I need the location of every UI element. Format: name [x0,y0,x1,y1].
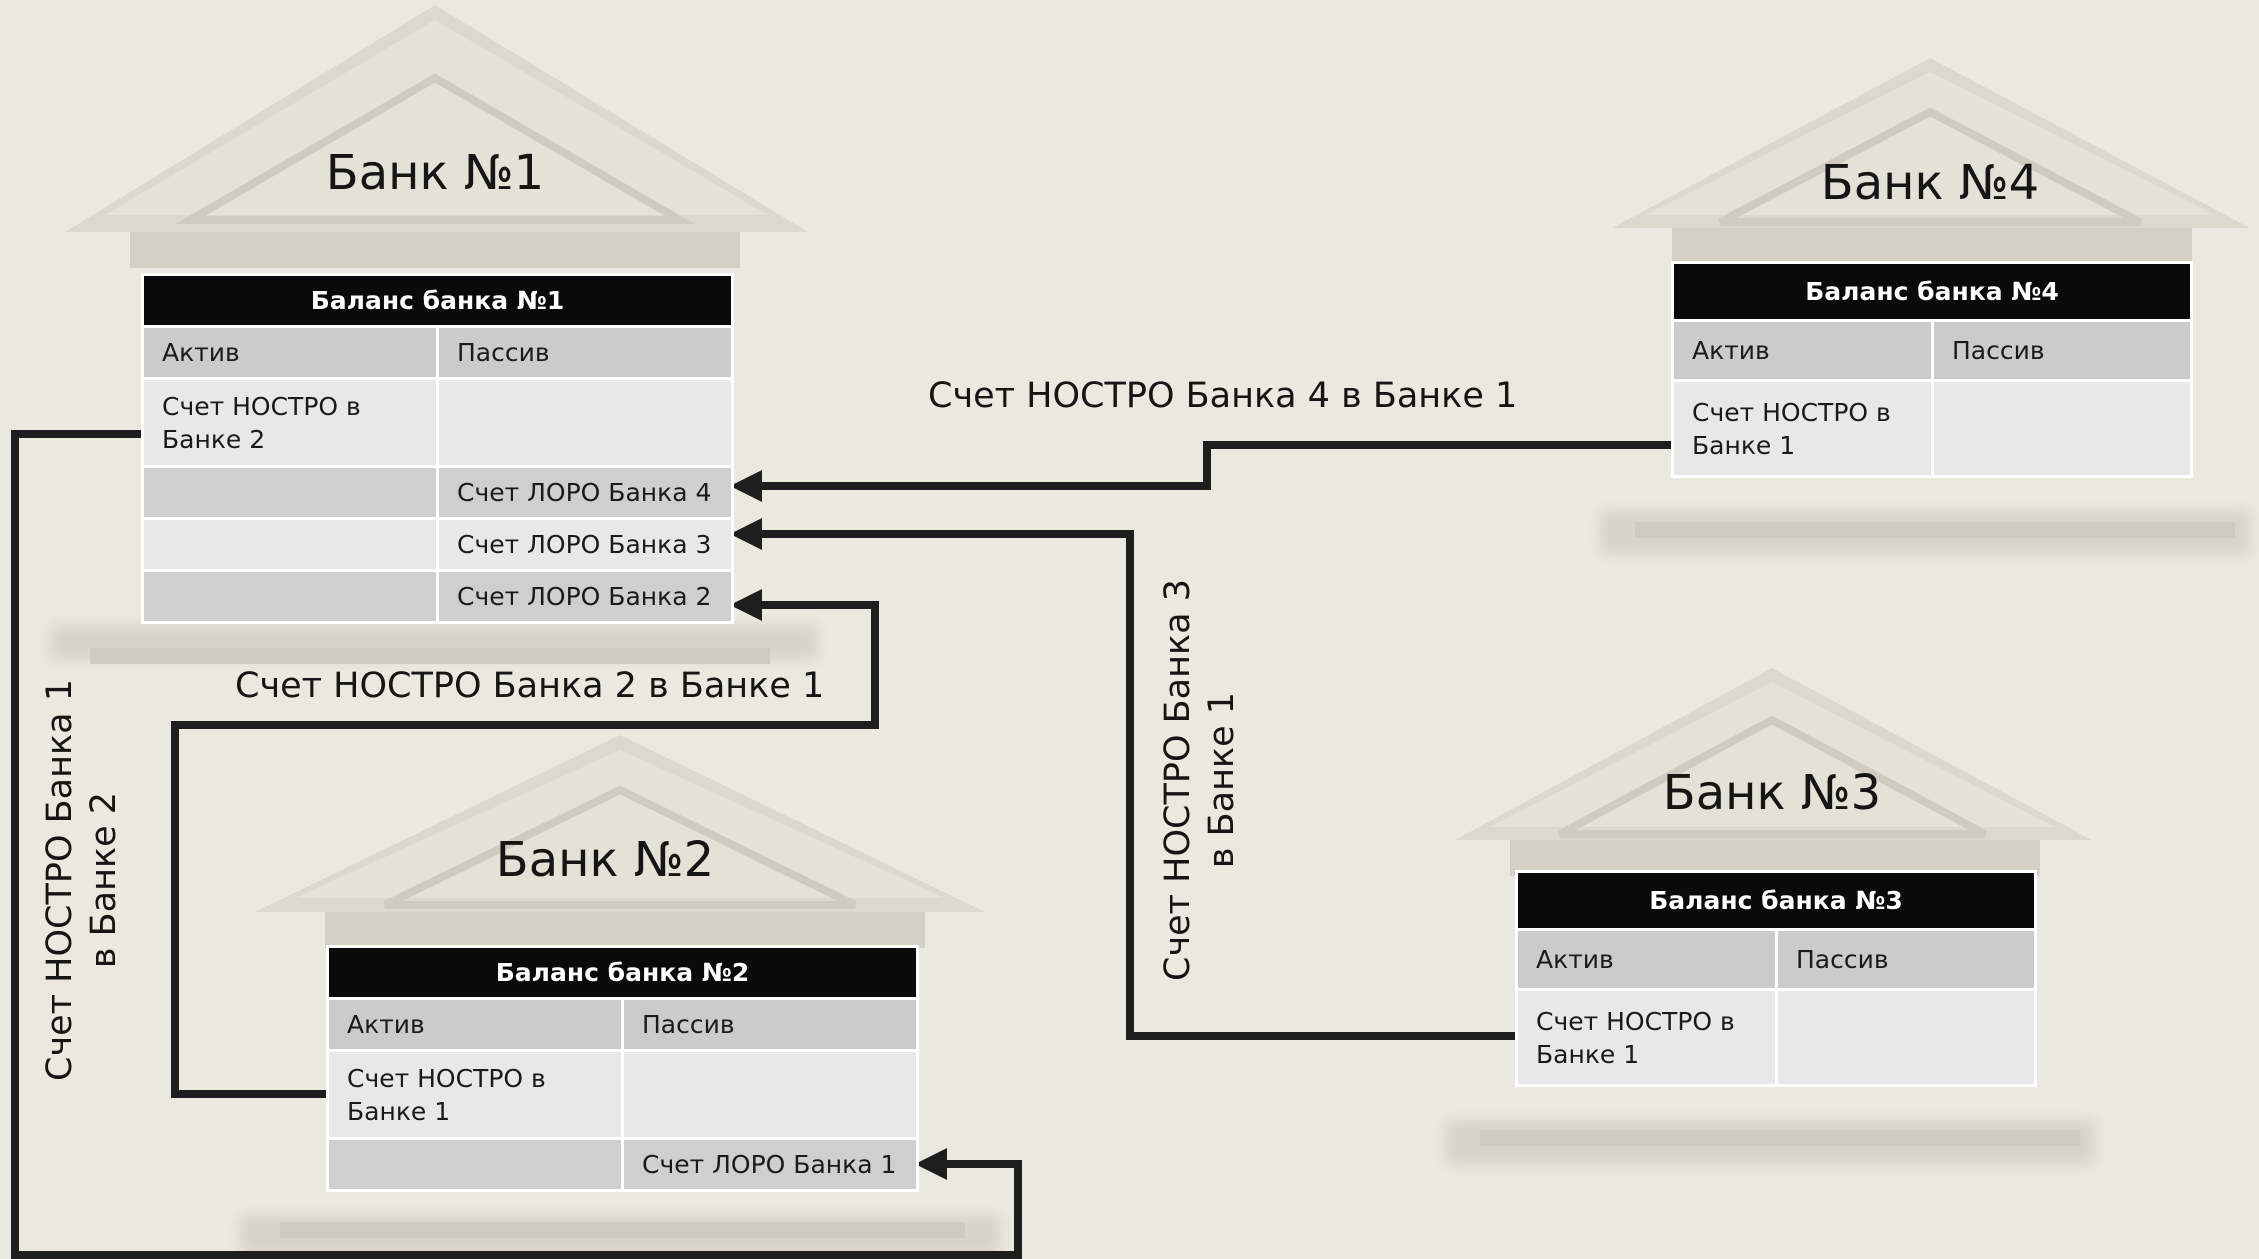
bank-4-building [1600,58,2250,555]
liability-cell: Счет ЛОРО Банка 3 [435,517,735,572]
liability-cell: Счет ЛОРО Банка 2 [435,569,735,624]
liability-column-header: Пассив [435,325,735,380]
bank-3-title: Банк №3 [1662,765,1882,821]
asset-column-header: Актив [326,997,624,1052]
balance-title: Баланс банка №2 [325,945,920,1000]
bank-4-balance-table: Баланс банка №4 Актив Пассив Счет НОСТРО… [1670,261,2194,478]
asset-column-header: Актив [141,325,439,380]
connector-b1-to-b2 [11,430,1022,1259]
bank-1-building [50,5,818,664]
connector-label-b3-in-b1: Счет НОСТРО Банка 3 в Банке 1 [1156,579,1244,981]
connector-label-b1-in-b2: Счет НОСТРО Банка 1 в Банке 2 [38,679,126,1081]
bank-4-title: Банк №4 [1820,155,2040,211]
bank-3-balance-table: Баланс банка №3 Актив Пассив Счет НОСТРО… [1514,870,2038,1087]
connector-label-b2-in-b1: Счет НОСТРО Банка 2 в Банке 1 [235,666,825,706]
bank-2-title: Банк №2 [495,832,715,888]
bank-2-building [240,735,1000,1255]
balance-title: Баланс банка №1 [140,273,735,328]
arrowhead-b2-to-b1 [730,589,762,621]
bank-1-balance-table: Баланс банка №1 Актив Пассив Счет НОСТРО… [140,273,735,624]
asset-cell [141,517,439,572]
connector-label-line: Счет НОСТРО Банка 3 [1158,579,1198,981]
asset-cell [326,1137,624,1192]
liability-column-header: Пассив [620,997,920,1052]
connector-b3-to-b1 [755,530,1518,1040]
asset-column-header: Актив [1671,319,1934,382]
asset-cell [141,569,439,624]
asset-cell [141,465,439,520]
arrowhead-b4-to-b1 [730,470,762,502]
balance-title: Баланс банка №3 [1514,870,2038,931]
liability-column-header: Пассив [1774,928,2038,991]
liability-column-header: Пассив [1930,319,2194,382]
bank-1-title: Банк №1 [325,145,545,201]
connector-b4-to-b1 [755,441,1673,490]
connector-b2-to-b1 [171,601,879,1098]
connector-label-line: в Банке 2 [84,791,124,969]
asset-cell: Счет НОСТРО в Банке 1 [326,1049,624,1140]
balance-title: Баланс банка №4 [1670,261,2194,322]
arrowhead-b1-to-b2 [915,1148,947,1180]
asset-cell: Счет НОСТРО в Банке 1 [1515,988,1778,1087]
liability-cell [1930,379,2194,478]
asset-cell: Счет НОСТРО в Банке 1 [1671,379,1934,478]
connector-label-b4-in-b1: Счет НОСТРО Банка 4 в Банке 1 [928,376,1518,416]
asset-cell: Счет НОСТРО в Банке 2 [141,377,439,468]
connector-label-line: в Банке 1 [1202,691,1242,869]
connector-label-line: Счет НОСТРО Банка 1 [40,679,80,1081]
liability-cell: Счет ЛОРО Банка 4 [435,465,735,520]
bank-2-balance-table: Баланс банка №2 Актив Пассив Счет НОСТРО… [325,945,920,1192]
liability-cell [435,377,735,468]
asset-column-header: Актив [1515,928,1778,991]
arrowhead-b3-to-b1 [730,518,762,550]
liability-cell: Счет ЛОРО Банка 1 [620,1137,920,1192]
bank-3-building [1445,668,2095,1165]
liability-cell [1774,988,2038,1087]
liability-cell [620,1049,920,1140]
